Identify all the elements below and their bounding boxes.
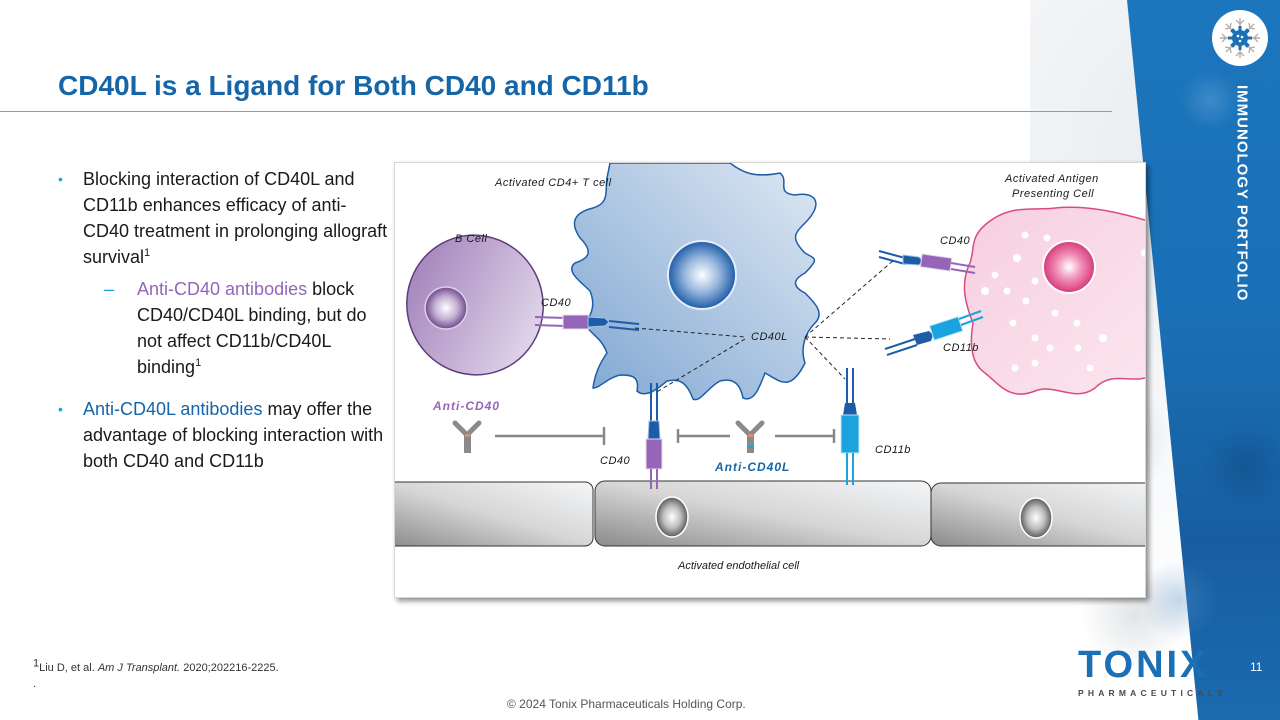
page-number: 11	[1250, 660, 1263, 674]
bullet-text: may offer the advantage of blocking inte…	[83, 399, 384, 471]
antigen-presenting-cell	[963, 206, 1145, 395]
cd40-receptor-endothelial	[645, 383, 663, 489]
cd40-endothelial-label: CD40	[600, 455, 631, 467]
cd40l-interaction-lines	[634, 258, 896, 394]
slide-body: • Blocking interaction of CD40L and CD11…	[58, 166, 388, 474]
mechanism-diagram: Activated CD4+ T cell B Cell Activated A…	[394, 162, 1146, 598]
endothelial-label: Activated endothelial cell	[678, 560, 800, 572]
b-cell-nucleus	[424, 286, 468, 330]
endothelial-cells	[395, 480, 1145, 547]
endothelial-nucleus	[655, 496, 689, 538]
inhibition-lines	[495, 427, 836, 445]
apc-nucleus	[1042, 240, 1096, 294]
reference-author: Liu D, et al.	[39, 662, 98, 674]
bullet-marker: •	[58, 401, 63, 417]
cd40-bcell-label: CD40	[541, 297, 572, 309]
cd11b-receptor-apc	[884, 310, 984, 356]
page-title: CD40L is a Ligand for Both CD40 and CD11…	[58, 70, 649, 101]
background-decoration	[1180, 70, 1240, 130]
tonix-logo: TONIX PHARMACEUTICALS	[1078, 646, 1227, 698]
reference-journal: Am J Transplant.	[97, 662, 181, 674]
footnote-marker: 1	[33, 657, 40, 670]
citation-marker: 1	[144, 247, 151, 259]
background-decoration	[1140, 560, 1220, 640]
immunology-virus-icon	[1212, 10, 1268, 66]
apc-label-line2: Presenting Cell	[1012, 188, 1095, 200]
footnote-dot: .	[33, 678, 37, 690]
reference-footnote: 1Liu D, et al. Am J Transplant. 2020;202…	[33, 658, 279, 674]
anti-cd40-antibody-icon	[452, 420, 482, 453]
bullet-item: • Blocking interaction of CD40L and CD11…	[58, 166, 388, 270]
cd11b-receptor-endothelial	[840, 368, 860, 485]
copyright-notice: © 2024 Tonix Pharmaceuticals Holding Cor…	[507, 697, 746, 711]
anti-cd40-label: Anti-CD40	[433, 399, 501, 413]
cd11b-apc-label: CD11b	[943, 342, 979, 354]
cd40l-label: CD40L	[751, 331, 788, 343]
sub-bullet-marker: –	[104, 279, 115, 299]
apc-vesicles	[981, 231, 1145, 372]
reference-details: 2020;202216-2225.	[180, 662, 279, 674]
b-cell-label: B Cell	[455, 233, 488, 245]
cd11b-endothelial-label: CD11b	[875, 444, 911, 456]
apc-label-line1: Activated Antigen	[1005, 173, 1099, 185]
bullet-text: Blocking interaction of CD40L and CD11b …	[83, 169, 388, 267]
side-section-label: IMMUNOLOGY PORTFOLIO	[1233, 85, 1251, 302]
sub-bullet-item: – Anti-CD40 antibodies block CD40/CD40L …	[58, 276, 388, 380]
cd40-receptor-bcell	[534, 314, 640, 331]
anti-cd40l-antibody-icon	[735, 420, 765, 453]
bullet-marker: •	[58, 171, 63, 187]
sub-bullet-text: block CD40/CD40L binding, but do not aff…	[137, 279, 367, 377]
bullet-item: • Anti-CD40L antibodies may offer the ad…	[58, 396, 388, 474]
cd40-receptor-apc	[878, 250, 976, 274]
endothelial-cell-center	[594, 480, 932, 547]
anti-cd40l-highlight: Anti-CD40L antibodies	[83, 399, 263, 419]
title-divider	[0, 111, 1112, 112]
cd40-apc-label: CD40	[940, 235, 971, 247]
endothelial-cell-left	[395, 481, 594, 547]
brand-name: TONIX	[1078, 644, 1209, 686]
endothelial-nucleus	[1019, 497, 1053, 539]
brand-subtitle: PHARMACEUTICALS	[1078, 688, 1227, 698]
citation-marker: 1	[195, 357, 202, 369]
b-cell	[406, 234, 544, 376]
t-cell-label: Activated CD4+ T cell	[495, 177, 612, 189]
t-cell-nucleus	[667, 240, 737, 310]
anti-cd40l-label: Anti-CD40L	[715, 460, 791, 474]
anti-cd40-highlight: Anti-CD40 antibodies	[137, 279, 308, 299]
background-decoration	[1200, 420, 1280, 510]
